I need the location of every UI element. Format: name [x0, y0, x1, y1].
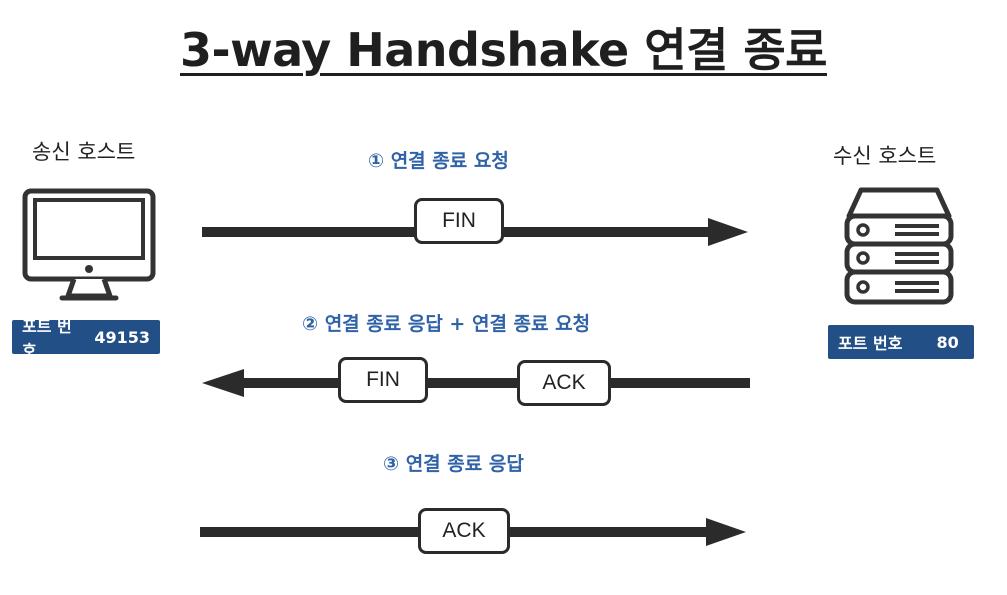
- desktop-monitor-icon: [22, 188, 156, 301]
- server-rack-icon: [844, 187, 954, 305]
- receiver-port-badge: 포트 번호 80: [828, 325, 974, 359]
- sender-port-value: 49153: [94, 327, 150, 347]
- step-3-label: ③ 연결 종료 응답: [383, 453, 524, 475]
- step-2-packet-fin: FIN: [338, 357, 428, 403]
- step-2-arrow-left: [202, 369, 750, 397]
- step-2-label: ② 연결 종료 응답 + 연결 종료 요청: [302, 313, 591, 335]
- step-3-packet-ack: ACK: [418, 508, 510, 554]
- step-2-packet-ack: ACK: [517, 360, 611, 406]
- receiver-port-value: 80: [936, 332, 959, 352]
- sender-port-badge: 포트 번호 49153: [12, 317, 160, 360]
- sender-port-label: 포트 번호: [22, 317, 72, 360]
- diagram-title: 3-way Handshake 연결 종료: [180, 23, 827, 77]
- receiver-port-label: 포트 번호: [838, 334, 903, 353]
- step-1-label: ① 연결 종료 요청: [368, 150, 509, 172]
- receiver-label: 수신 호스트: [833, 144, 937, 168]
- step-1-packet-fin: FIN: [414, 198, 504, 244]
- sender-label: 송신 호스트: [32, 140, 136, 164]
